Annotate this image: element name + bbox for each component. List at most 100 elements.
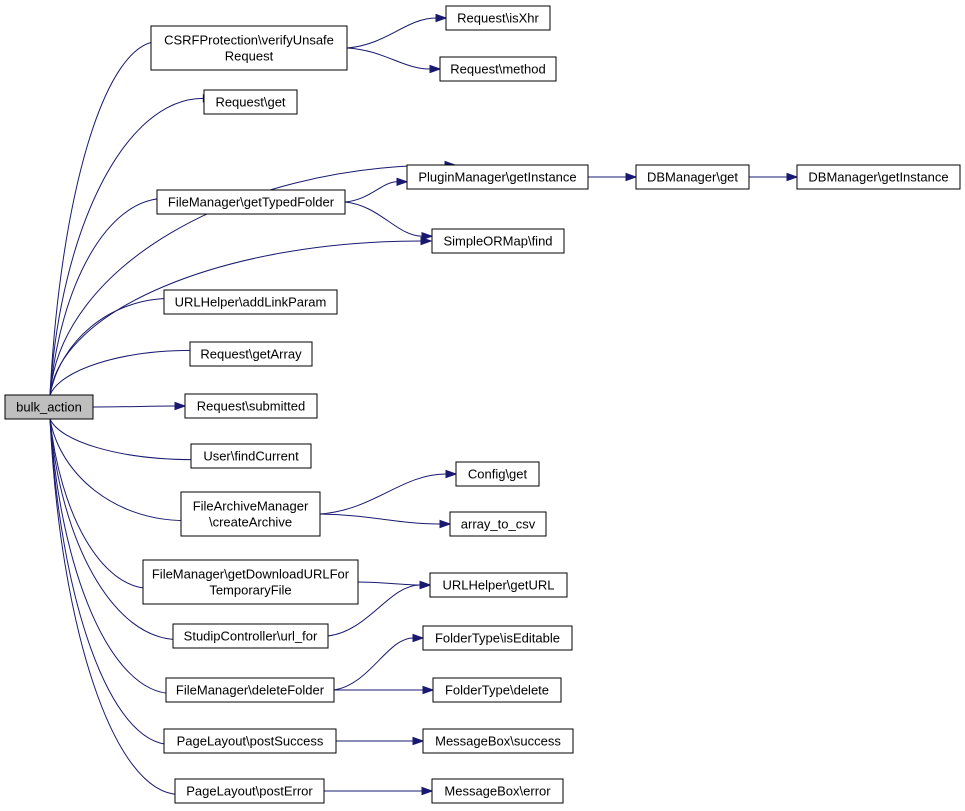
- node-box[interactable]: [431, 778, 564, 804]
- arrowhead-icon: [435, 13, 448, 23]
- node-label: StudipController\url_for: [184, 629, 318, 644]
- node-getarray[interactable]: Request\getArray: [189, 341, 313, 367]
- node-label: Request\get: [215, 95, 285, 110]
- arrowhead-icon: [174, 401, 187, 411]
- node-label: MessageBox\success: [435, 734, 561, 749]
- edge-line: [319, 473, 447, 515]
- node-box[interactable]: [156, 189, 346, 215]
- node-label: CSRFProtection\verifyUnsafe: [164, 33, 334, 48]
- node-delfolder[interactable]: FileManager\deleteFolder: [165, 677, 335, 703]
- edge-line: [49, 297, 172, 396]
- node-box[interactable]: [150, 25, 348, 71]
- node-box[interactable]: [174, 778, 325, 804]
- node-urlfor[interactable]: StudipController\url_for: [172, 623, 329, 649]
- node-box[interactable]: [142, 559, 359, 605]
- node-label: User\findCurrent: [203, 449, 299, 464]
- node-box[interactable]: [432, 677, 562, 703]
- edge-line: [346, 47, 431, 70]
- node-label: FileManager\getTypedFolder: [168, 195, 335, 210]
- edge-line: [49, 40, 160, 396]
- edge-archive-to-config: [319, 469, 458, 515]
- edge-bulk_action-to-addlink: [49, 294, 183, 396]
- node-typed[interactable]: FileManager\getTypedFolder: [156, 189, 346, 215]
- edge-line: [92, 405, 176, 408]
- node-box[interactable]: [184, 393, 318, 419]
- call-edges: [49, 13, 799, 799]
- edge-csrf-to-isxhr: [346, 13, 448, 49]
- edge-urlfor-to-geturl: [327, 580, 432, 637]
- node-label: URLHelper\addLinkParam: [175, 295, 327, 310]
- node-ftdelete[interactable]: FolderType\delete: [432, 677, 562, 703]
- node-success[interactable]: PageLayout\postSuccess: [163, 728, 337, 754]
- node-box[interactable]: [165, 677, 335, 703]
- node-box[interactable]: [190, 443, 312, 469]
- edge-bulk_action-to-find: [49, 236, 433, 396]
- arrowhead-icon: [445, 469, 458, 479]
- node-box[interactable]: [429, 572, 568, 598]
- node-box[interactable]: [445, 5, 551, 31]
- node-submitted[interactable]: Request\submitted: [184, 393, 318, 419]
- node-findcur[interactable]: User\findCurrent: [190, 443, 312, 469]
- arrowhead-icon: [412, 633, 425, 643]
- node-dbget[interactable]: DBManager\get: [635, 164, 750, 190]
- arrowhead-icon: [396, 177, 409, 187]
- node-box[interactable]: [163, 289, 338, 315]
- node-box[interactable]: [635, 164, 750, 190]
- node-box[interactable]: [203, 89, 298, 115]
- node-method[interactable]: Request\method: [439, 56, 557, 82]
- node-box[interactable]: [449, 511, 547, 537]
- node-addlink[interactable]: URLHelper\addLinkParam: [163, 289, 338, 315]
- node-box[interactable]: [172, 623, 329, 649]
- arrowhead-icon: [429, 64, 442, 74]
- edge-line: [319, 513, 441, 525]
- node-label: PageLayout\postError: [186, 784, 313, 799]
- node-box[interactable]: [189, 341, 313, 367]
- node-box[interactable]: [422, 625, 573, 651]
- arrowhead-icon: [786, 172, 799, 182]
- node-label: Config\get: [468, 467, 528, 482]
- node-msgerror[interactable]: MessageBox\error: [431, 778, 564, 804]
- node-label: Request\getArray: [200, 347, 302, 362]
- node-box[interactable]: [406, 164, 589, 190]
- node-download[interactable]: FileManager\getDownloadURLForTemporaryFi…: [142, 559, 359, 605]
- node-box[interactable]: [422, 728, 574, 754]
- edge-line: [49, 418, 180, 796]
- node-box[interactable]: [4, 394, 94, 420]
- node-csv[interactable]: array_to_csv: [449, 511, 547, 537]
- node-box[interactable]: [163, 728, 337, 754]
- node-rget[interactable]: Request\get: [203, 89, 298, 115]
- arrowhead-icon: [412, 736, 425, 746]
- edge-bulk_action-to-archive: [49, 418, 197, 525]
- edge-bulk_action-to-delfolder: [49, 418, 185, 698]
- node-box[interactable]: [439, 56, 557, 82]
- node-label: Request\submitted: [197, 399, 305, 414]
- node-label: FileManager\deleteFolder: [176, 683, 325, 698]
- edge-success-to-msgsuccess: [336, 736, 425, 746]
- node-box[interactable]: [796, 164, 961, 190]
- node-archive[interactable]: FileArchiveManager\createArchive: [180, 491, 321, 537]
- edge-csrf-to-method: [346, 47, 442, 74]
- node-box[interactable]: [180, 491, 321, 537]
- edge-line: [357, 581, 421, 586]
- node-geturl[interactable]: URLHelper\getURL: [429, 572, 568, 598]
- edge-line: [49, 97, 204, 396]
- node-plugin[interactable]: PluginManager\getInstance: [406, 164, 589, 190]
- node-error[interactable]: PageLayout\postError: [174, 778, 325, 804]
- edge-line: [49, 197, 166, 396]
- node-bulk-action[interactable]: bulk_action: [4, 394, 94, 420]
- node-iseditable[interactable]: FolderType\isEditable: [422, 625, 573, 651]
- node-box[interactable]: [455, 461, 540, 487]
- node-label: FolderType\isEditable: [435, 631, 560, 646]
- node-box[interactable]: [431, 228, 565, 254]
- node-find[interactable]: SimpleORMap\find: [431, 228, 565, 254]
- edge-line: [49, 418, 152, 590]
- node-msgsuccess[interactable]: MessageBox\success: [422, 728, 574, 754]
- node-isxhr[interactable]: Request\isXhr: [445, 5, 551, 31]
- arrowhead-icon: [421, 231, 434, 241]
- node-label: PluginManager\getInstance: [418, 170, 576, 185]
- edge-error-to-msgerror: [323, 786, 434, 796]
- node-dbinst[interactable]: DBManager\getInstance: [796, 164, 961, 190]
- node-config[interactable]: Config\get: [455, 461, 540, 487]
